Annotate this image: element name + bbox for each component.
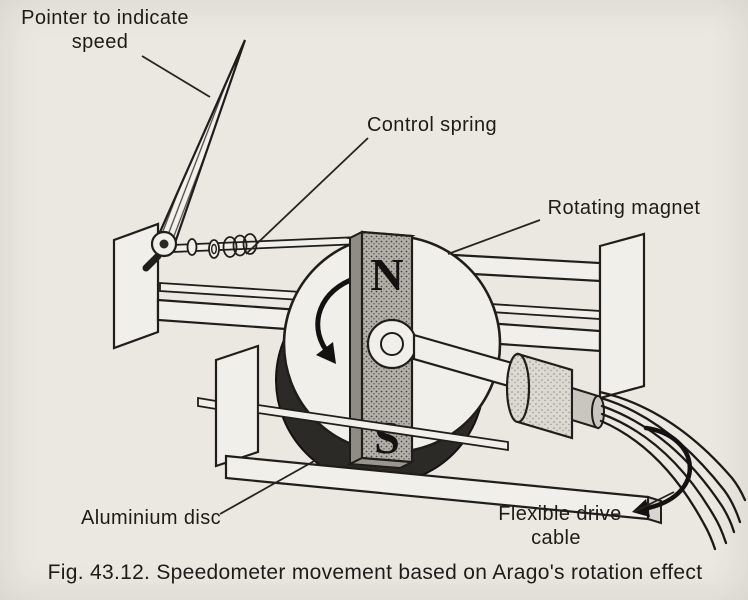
cable-strand — [599, 396, 742, 524]
label-control-spring: Control spring — [367, 114, 497, 136]
drive-assembly — [412, 333, 747, 551]
front-left-plank — [214, 344, 260, 468]
label-pointer-line1: Pointer to indicate — [21, 7, 189, 29]
cable-strand — [599, 419, 717, 551]
labels: Pointer to indicate speed Control spring… — [21, 7, 700, 549]
label-aluminium-disc: Aluminium disc — [81, 507, 221, 529]
right-end-plank — [598, 232, 646, 400]
drive-coupling-end-face — [505, 352, 531, 424]
spindle-washer — [186, 238, 198, 256]
figure-caption: Fig. 43.12. Speedometer movement based o… — [48, 561, 703, 584]
frame-front — [197, 344, 662, 525]
magnet-south-label: S — [374, 412, 400, 463]
magnet-bar-side-face — [349, 230, 363, 466]
leader-lines — [141, 55, 675, 515]
leader-rotating-magnet — [447, 219, 541, 255]
label-flexible-drive-line2: cable — [531, 527, 581, 549]
control-spring-coil — [232, 234, 248, 257]
cable-strand — [600, 404, 736, 534]
pointer-hub-center — [159, 239, 169, 249]
pointer-assembly — [142, 39, 258, 272]
label-rotating-magnet: Rotating magnet — [548, 197, 701, 219]
front-rod-stub — [197, 396, 217, 411]
disc-rotation-arrowhead — [316, 342, 336, 364]
leader-aluminium-disc — [219, 459, 317, 515]
spring-collar-inner — [210, 243, 217, 255]
control-spring-coil — [222, 236, 238, 258]
leader-pointer — [141, 55, 211, 98]
cable-strand — [598, 390, 747, 502]
disc-rotation-arrow — [315, 275, 359, 353]
pointer-needle — [158, 39, 247, 242]
spring-collar-outer — [208, 239, 220, 259]
leader-control-spring — [245, 137, 369, 255]
cable-rotation-arrow — [643, 425, 692, 511]
disc-assembly: N S — [275, 230, 502, 485]
pointer-counterweight — [142, 252, 162, 272]
bottom-board — [224, 454, 650, 521]
leader-flexible-drive — [633, 491, 675, 513]
front-rod — [257, 403, 509, 452]
label-pointer-line2: speed — [72, 31, 129, 53]
left-end-plank — [112, 222, 160, 350]
cable-strand — [600, 412, 728, 545]
disc-hub-inner — [380, 332, 404, 356]
label-flexible-drive-line1: Flexible drive — [498, 503, 621, 525]
cable-ferrule-end — [591, 395, 605, 429]
magnet-north-label: N — [370, 249, 403, 300]
